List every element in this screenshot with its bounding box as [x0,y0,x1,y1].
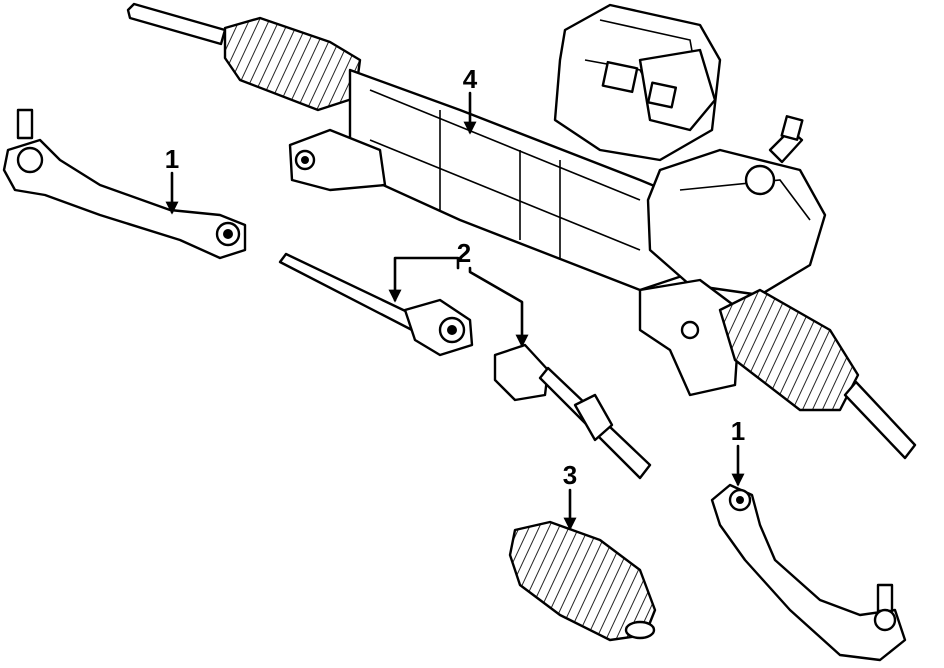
svg-text:3: 3 [563,460,577,490]
callout-inner-tie-rod: 2 [388,238,529,348]
steering-rack-assembly [126,2,917,460]
callout-tie-rod-end-left: 1 [165,144,179,215]
rack-left-rod [126,2,227,46]
rack-right-rod [843,380,917,460]
svg-text:1: 1 [165,144,179,174]
inner-tie-rod-right [493,343,652,480]
steering-boot [508,520,657,642]
rack-pinion-housing [638,115,827,397]
rack-left-boot [223,16,362,112]
rack-motor-housing [553,3,722,162]
rack-left-mount-bracket [288,128,387,192]
callout-boot: 3 [563,460,577,531]
tie-rod-end-left [2,108,247,260]
tie-rod-end-right [710,483,907,662]
svg-text:1: 1 [731,416,745,446]
callout-tie-rod-end-right: 1 [731,416,745,487]
svg-text:2: 2 [457,238,471,268]
svg-text:4: 4 [463,64,478,94]
callout-rack-assembly: 4 [463,64,478,135]
inner-tie-rod-left [278,252,474,357]
rack-right-boot [718,288,860,412]
